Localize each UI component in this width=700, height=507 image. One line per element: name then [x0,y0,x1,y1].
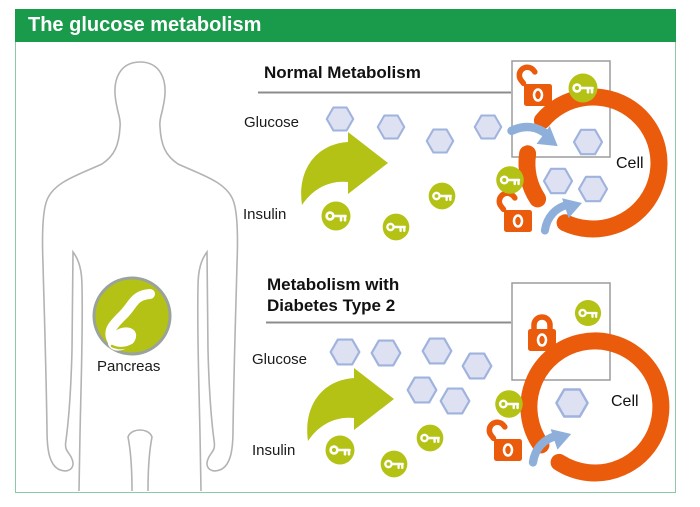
green-curved-arrow-icon [301,132,388,205]
diabetes-section-title-line2: Diabetes Type 2 [267,296,396,315]
normal-insulin-keys [320,181,457,242]
key-icon [494,164,526,196]
receptor-zoom-frame [511,60,611,158]
key-icon [320,200,352,232]
diabetes-glucose-label: Glucose [252,351,308,368]
hexagon-icon [425,128,455,154]
hexagon-icon [376,114,406,140]
normal-cell-label: Cell [616,155,644,172]
hexagon-icon [577,175,609,203]
hexagon-icon [461,352,493,380]
key-icon [493,388,525,420]
lock-open-icon [516,64,552,106]
hexagon-icon [370,339,402,367]
diabetes-insulin-keys [324,423,445,479]
receptor-zoom-frame [511,282,611,381]
hexagon-icon [473,114,503,140]
pancreas-icon [92,276,172,356]
key-icon [567,72,599,104]
hexagon-icon [542,167,574,195]
hexagon-icon [439,387,471,415]
hexagon-icon [572,128,604,156]
diabetes-section-title-line1: Metabolism with [267,275,400,294]
key-icon [415,423,445,453]
green-curved-arrow-icon [307,368,394,441]
normal-glucose-label: Glucose [244,114,300,131]
lock-closed-icon [528,317,556,351]
pancreas-label: Pancreas [97,358,161,375]
hexagon-icon [329,338,361,366]
key-icon [573,298,603,328]
diabetes-section-title: Metabolism with Diabetes Type 2 [267,274,399,316]
cell-membrane-ring [520,332,670,482]
key-icon [381,212,411,242]
lock-open-icon [486,419,522,461]
normal-cell [494,60,668,238]
human-body-outline [41,61,239,492]
diabetes-cell [486,282,670,482]
normal-section-title: Normal Metabolism [264,63,421,82]
hexagon-icon [325,106,355,132]
hexagon-icon [406,376,438,404]
page-title: The glucose metabolism [28,14,262,36]
diabetes-cell-label: Cell [611,393,639,410]
key-icon [324,434,356,466]
hexagon-icon [421,337,453,365]
normal-insulin-label: Insulin [243,206,287,223]
hexagon-icon [555,388,589,418]
diabetes-insulin-label: Insulin [252,442,296,459]
key-icon [427,181,457,211]
key-icon [379,449,409,479]
title-bar: The glucose metabolism [15,9,676,42]
